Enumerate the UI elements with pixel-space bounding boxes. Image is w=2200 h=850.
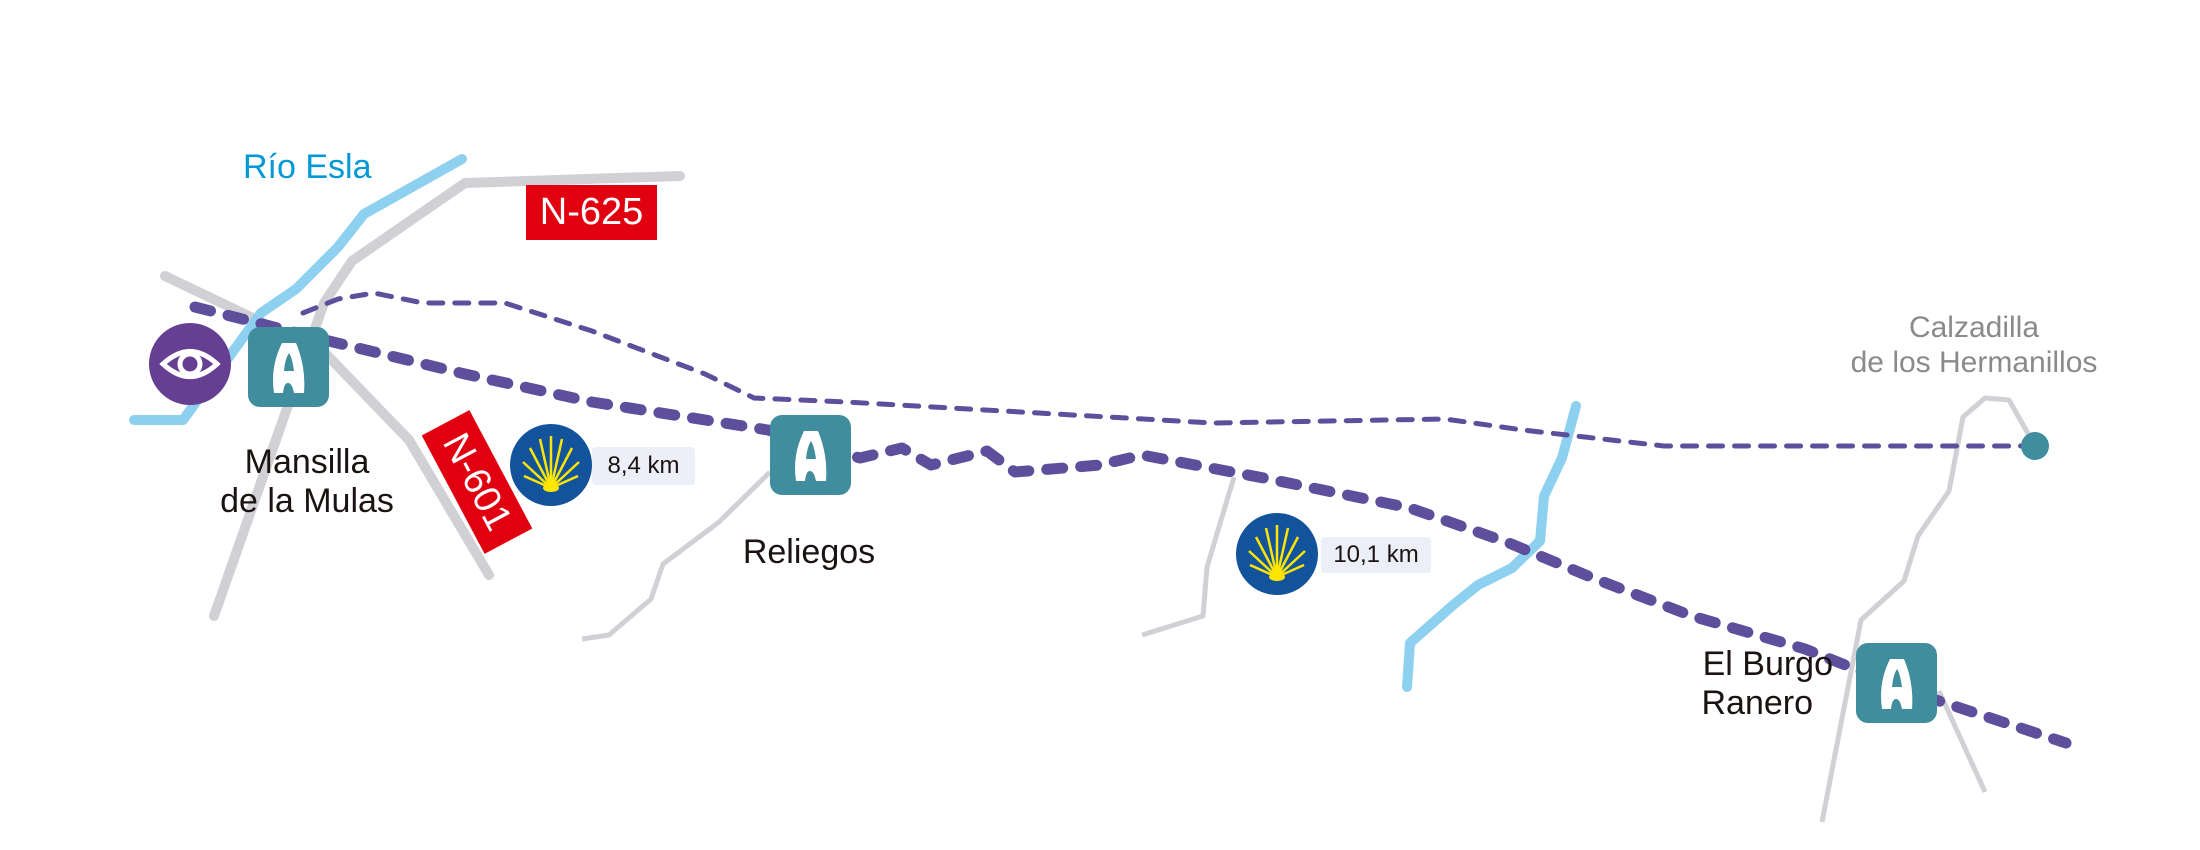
river bbox=[1402, 401, 1581, 692]
local-road bbox=[1819, 395, 2033, 823]
local-road bbox=[1936, 689, 1988, 794]
river-esla bbox=[129, 154, 467, 425]
local-road bbox=[581, 470, 772, 642]
road-n625 bbox=[209, 171, 685, 621]
town-label-line: Mansilla bbox=[244, 443, 370, 481]
town-label-line: Calzadilla bbox=[1908, 311, 2040, 344]
alt-route-dashed bbox=[300, 290, 2038, 449]
hostel-icon-el-burgo[interactable] bbox=[1856, 643, 1937, 723]
town-label-line: de los Hermanillos bbox=[1850, 345, 2098, 379]
distance-label: 8,4 km bbox=[592, 447, 695, 485]
scallop-shell-icon bbox=[1236, 513, 1318, 595]
hostel-icon-mansilla[interactable] bbox=[248, 327, 329, 407]
scallop-shell-icon bbox=[510, 424, 592, 506]
main-route-dashed bbox=[189, 301, 2072, 749]
town-label-calzadilla: Calzadilla de los Hermanillos bbox=[1834, 311, 2114, 380]
town-label-line: Ranero bbox=[1701, 684, 1813, 723]
waypoint-dot-icon bbox=[2021, 432, 2049, 460]
town-label-el-burgo: El Burgo Ranero bbox=[1633, 645, 1833, 723]
town-label-reliegos: Reliegos bbox=[742, 533, 876, 571]
town-label-line: El Burgo bbox=[1702, 645, 1833, 683]
distance-label: 10,1 km bbox=[1321, 537, 1431, 573]
viewpoint-eye-icon[interactable] bbox=[149, 323, 231, 405]
road-sign-n625: N-625 bbox=[526, 185, 657, 240]
river-label: Río Esla bbox=[243, 148, 372, 186]
local-road bbox=[1141, 476, 1237, 638]
hostel-icon-reliegos[interactable] bbox=[770, 415, 851, 495]
town-label-line: de la Mulas bbox=[220, 482, 394, 521]
town-label-mansilla: Mansilla de la Mulas bbox=[207, 443, 407, 521]
